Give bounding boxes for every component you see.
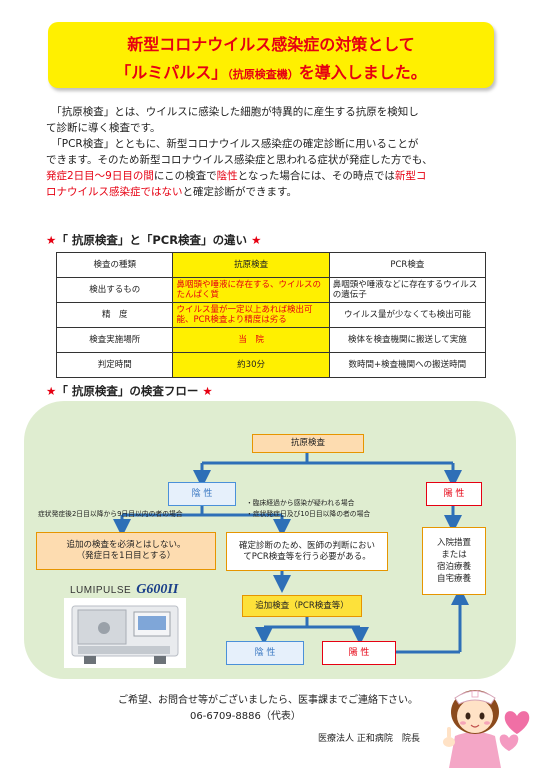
header-cell: 抗原検査	[172, 252, 330, 278]
banner-paren: （抗原検査機）	[227, 68, 299, 81]
star-icon: ★	[46, 233, 57, 247]
table-row: 判定時間 約30分 数時間+検査機関への搬送時間	[55, 352, 487, 378]
banner-product: 「ルミパルス」	[115, 63, 228, 82]
intro-line: て診断に導く検査です。	[46, 122, 161, 134]
flow-box-confirm-pcr: 確定診断のため、医師の判断におい てPCR検査等を行う必要がある。	[226, 532, 388, 571]
table-row: 精 度 ウイルス量が一定以上あれば検出可能、PCR検査より精度は劣る ウイルス量…	[55, 302, 487, 328]
table-cell: 当 院	[172, 327, 330, 353]
flow-box-result-negative: 陰 性	[226, 641, 304, 665]
intro-line: 「抗原検査」とは、ウイルスに感染した細胞が特異的に産生する抗原を検知し	[56, 106, 419, 118]
comparison-table: 検査の種類 抗原検査 PCR検査 検出するもの 鼻咽頭や唾液に存在する、ウイルス…	[55, 252, 487, 378]
flow-box-negative: 陰 性	[168, 482, 236, 506]
intro-line: 「PCR検査」とともに、新型コロナウイルス感染症の確定診断に用いることが	[56, 138, 419, 150]
machine-logo: LUMIPULSE G600II	[70, 582, 179, 597]
table-cell: 約30分	[172, 352, 330, 378]
lumipulse-machine-image	[64, 598, 186, 668]
note-day10: ・症状発症日及び10日目以降の者の場合	[246, 510, 371, 518]
table-cell: 鼻咽頭や唾液などに存在するウイルスの遺伝子	[328, 277, 487, 303]
title-banner: 新型コロナウイルス感染症の対策として 「ルミパルス」（抗原検査機）を導入しました…	[48, 22, 494, 88]
table-cell: 鼻咽頭や唾液に存在する、ウイルスのたんぱく質	[172, 277, 330, 303]
table-cell: 数時間+検査機関への搬送時間	[328, 352, 487, 378]
signature: 医療法人 正和病院 院長	[318, 734, 420, 744]
intro-line: ロナウイルス感染症ではないと確定診断ができます。	[46, 186, 297, 198]
phone-number: 06-6709-8886（代表）	[190, 711, 301, 722]
table-header-row: 検査の種類 抗原検査 PCR検査	[55, 252, 487, 278]
flow-box-hospitalization: 入院措置 または 宿泊療養 自宅療養	[422, 527, 486, 595]
intro-line: できます。そのため新型コロナウイルス感染症と思われる症状が発症した方でも、	[46, 154, 433, 166]
banner-line-2: 「ルミパルス」（抗原検査機）を導入しました。	[48, 59, 494, 83]
note-onset-window: 症状発症後2日目以降から9日目以内の者の場合	[38, 510, 183, 518]
flow-box-no-additional: 追加の検査を必須とはしない。 （発症日を1日目とする）	[36, 532, 216, 570]
table-row: 検査実施場所 当 院 検体を検査機関に搬送して実施	[55, 327, 487, 353]
flow-box-additional-test: 追加検査（PCR検査等）	[242, 595, 362, 617]
intro-text: 「抗原検査」とは、ウイルスに感染した細胞が特異的に産生する抗原を検知し て診断に…	[46, 104, 506, 200]
table-cell: 精 度	[55, 302, 174, 328]
section-heading-comparison: ★「 抗原検査」と「PCR検査」の違い ★	[46, 233, 262, 247]
note-suspected: ・臨床経過から感染が疑われる場合	[246, 499, 355, 507]
flow-box-antigen-test: 抗原検査	[252, 434, 364, 453]
header-cell: PCR検査	[328, 252, 487, 278]
table-cell: 検出するもの	[55, 277, 174, 303]
nurse-illustration	[443, 690, 530, 768]
table-row: 検出するもの 鼻咽頭や唾液に存在する、ウイルスのたんぱく質 鼻咽頭や唾液などに存…	[55, 277, 487, 303]
star-icon: ★	[46, 384, 57, 398]
star-icon: ★	[202, 384, 213, 398]
table-cell: 判定時間	[55, 352, 174, 378]
intro-line: 発症2日目～9日目の間にこの検査で陰性となった場合には、その時点では新型コ	[46, 170, 427, 182]
star-icon: ★	[251, 233, 262, 247]
banner-line-1: 新型コロナウイルス感染症の対策として	[127, 35, 415, 54]
flow-box-result-positive: 陽 性	[322, 641, 396, 665]
section-heading-flow: ★「 抗原検査」の検査フロー ★	[46, 384, 213, 398]
banner-tail: を導入しました。	[298, 63, 427, 82]
contact-text: ご希望、お問合せ等がございましたら、医事課までご連絡下さい。	[118, 695, 418, 706]
flow-box-positive: 陽 性	[426, 482, 482, 506]
table-cell: ウイルス量が一定以上あれば検出可能、PCR検査より精度は劣る	[172, 302, 330, 328]
